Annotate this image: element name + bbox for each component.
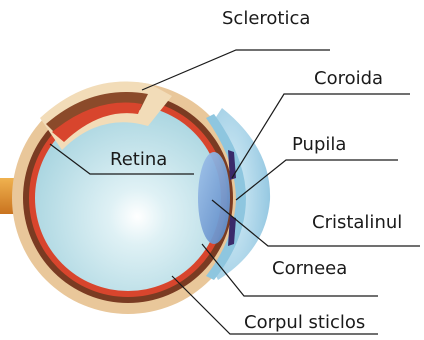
label-retina: Retina: [110, 151, 167, 169]
label-cristalinul: Cristalinul: [312, 214, 402, 232]
label-corpul-sticlos: Corpul sticlos: [244, 314, 365, 332]
label-corneea: Corneea: [272, 260, 347, 278]
label-sclerotica: Sclerotica: [222, 10, 310, 28]
label-pupila: Pupila: [292, 136, 346, 154]
leader-sclerotica: [142, 50, 330, 90]
label-coroida: Coroida: [314, 70, 383, 88]
lens-shape: [198, 152, 230, 244]
